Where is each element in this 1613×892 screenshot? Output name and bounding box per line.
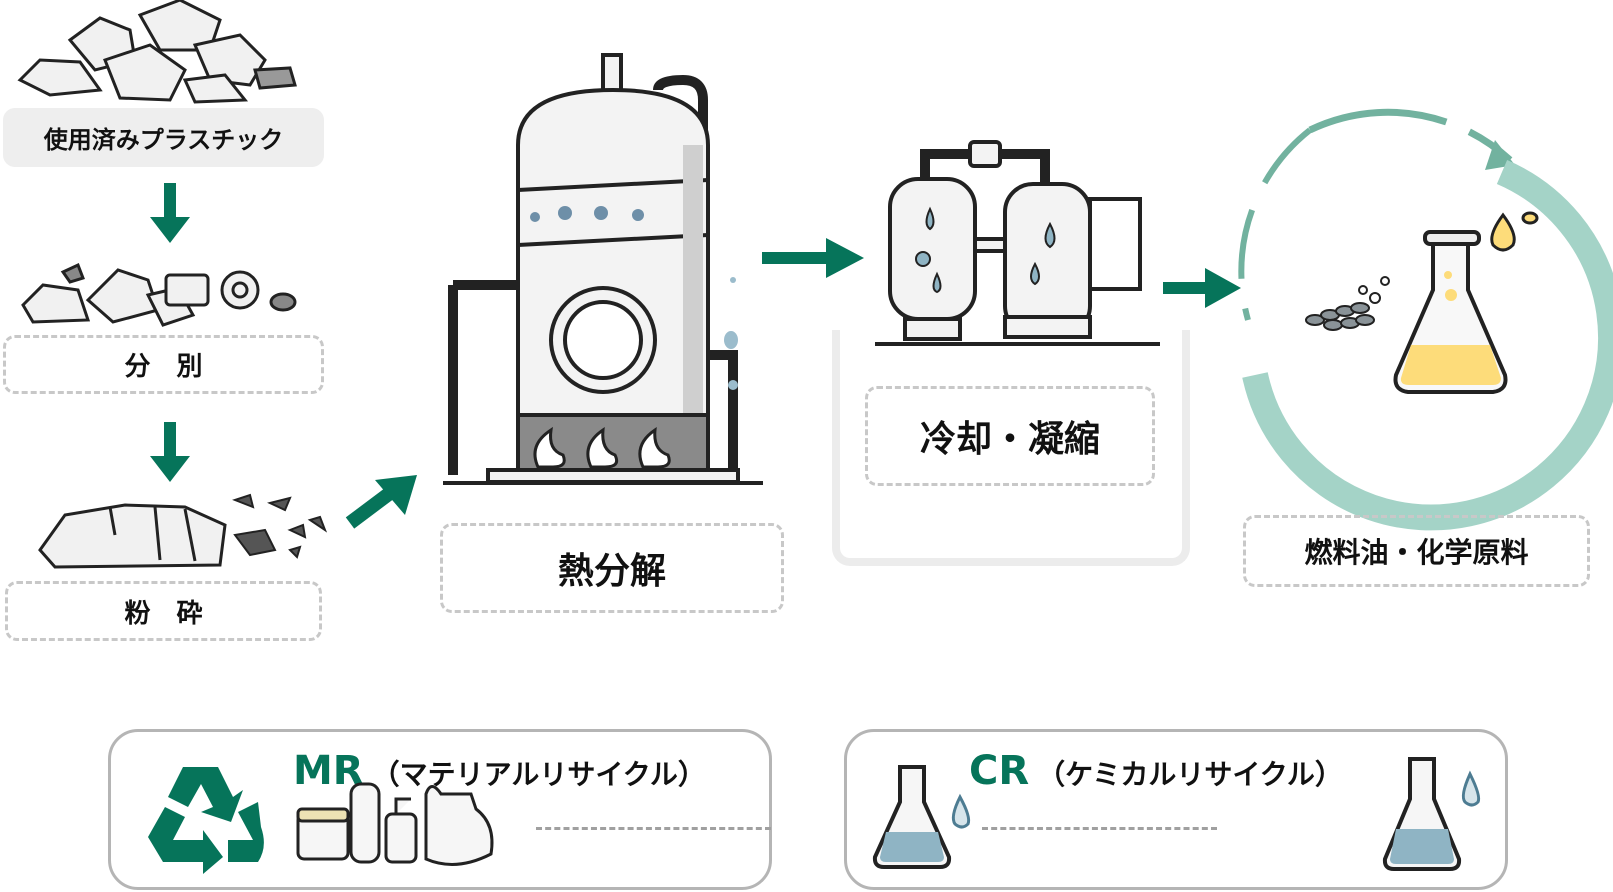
sorted-plastic-gear-icon — [21, 262, 297, 327]
arrow-right-icon — [762, 238, 864, 278]
plastic-waste-pile-icon — [17, 0, 297, 104]
arrow-diagonal-icon — [345, 475, 417, 529]
step-crushing-label: 粉 砕 — [5, 581, 322, 641]
cr-abbreviation: CR — [969, 748, 1030, 794]
arrow-down-icon — [150, 183, 190, 243]
arrow-down-icon — [150, 422, 190, 482]
plastic-containers-icon — [296, 782, 494, 866]
crushed-plastic-icon — [38, 493, 328, 569]
step-product-label: 燃料油・化学原料 — [1243, 515, 1590, 587]
recycle-loop-icon — [1238, 108, 1613, 531]
oil-flask-icon — [1393, 211, 1539, 394]
recycle-icon — [148, 767, 264, 874]
mr-abbreviation: MR — [293, 748, 364, 794]
mr-dashed-divider — [536, 827, 771, 830]
cr-legend-card: CR （ケミカルリサイクル） — [844, 729, 1508, 890]
flask-icon — [1382, 757, 1481, 871]
cr-dashed-divider — [982, 827, 1217, 830]
step-sorting-label: 分 別 — [3, 335, 324, 394]
flask-icon — [872, 765, 971, 869]
arrow-right-icon — [1163, 268, 1241, 308]
step-cooling-label: 冷却・凝縮 — [865, 386, 1155, 486]
cr-full-name: （ケミカルリサイクル） — [1037, 758, 1343, 791]
pellets-icon — [1305, 276, 1390, 331]
mr-legend-card: MR （マテリアルリサイクル） — [108, 729, 772, 890]
mr-full-name: （マテリアルリサイクル） — [371, 758, 706, 791]
step-pyrolysis-label: 熱分解 — [440, 523, 784, 613]
pyrolysis-reactor-icon — [443, 53, 763, 485]
cooling-section-bracket — [832, 330, 1190, 566]
step-used-plastic-label: 使用済みプラスチック — [3, 108, 324, 167]
condenser-icon — [875, 140, 1160, 346]
